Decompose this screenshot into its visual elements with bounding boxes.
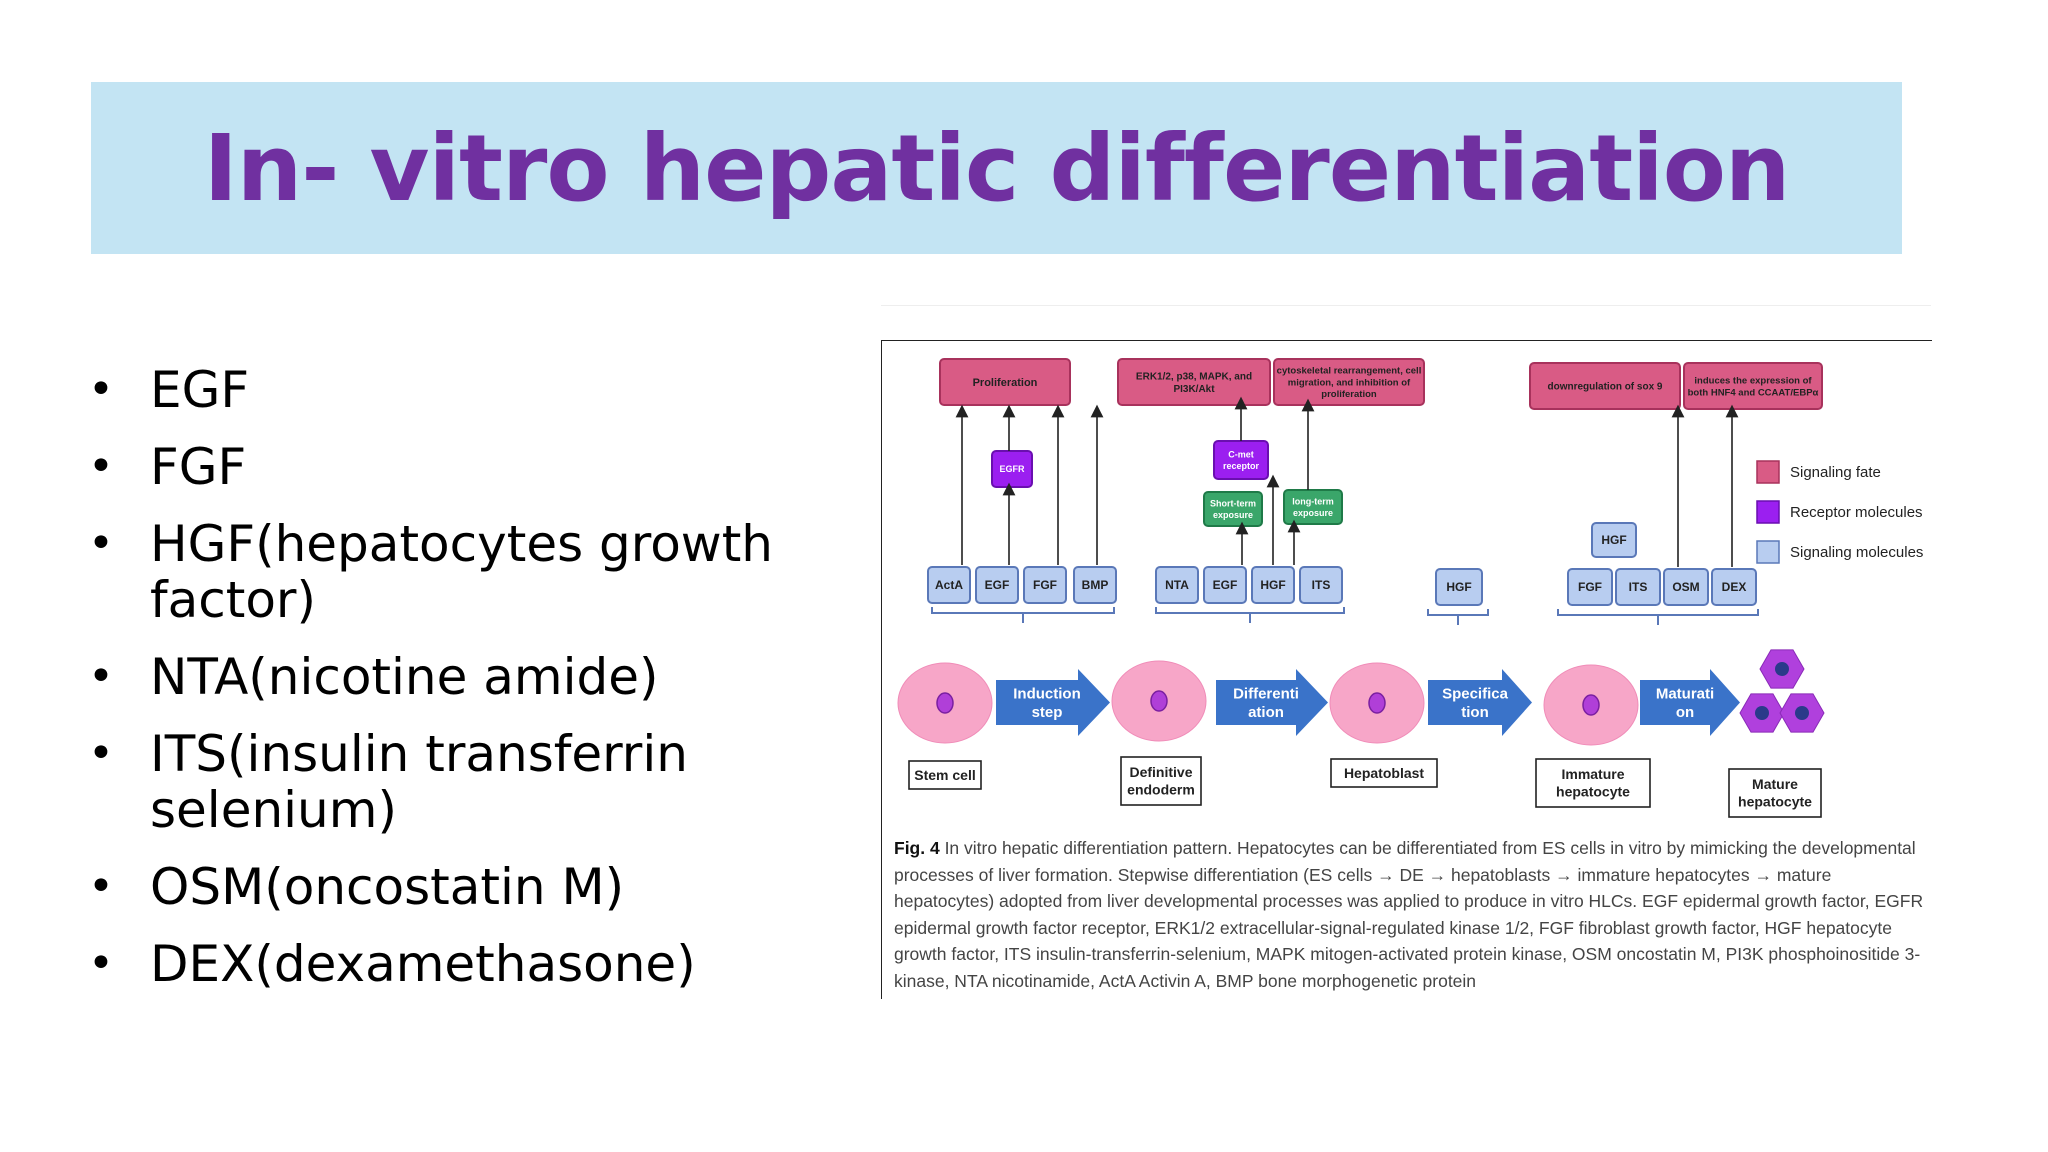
mature-cell-2-nucleus	[1755, 706, 1769, 720]
stage4-molecule-1-label: ITS	[1629, 580, 1648, 594]
fate-box-1	[1117, 358, 1271, 406]
figure-caption: Fig. 4 In vitro hepatic differentiation …	[894, 835, 1924, 994]
stage4-molecule-1	[1615, 568, 1661, 606]
stage2-molecule-0	[1155, 566, 1199, 604]
legend-label-0: Signaling fate	[1790, 464, 1881, 481]
caption-text: In vitro hepatic differentiation pattern…	[894, 838, 1924, 991]
stage4-molecule-3-label: DEX	[1722, 580, 1747, 594]
cell-stem-nucleus	[936, 692, 954, 714]
long-term-exposure	[1283, 489, 1343, 525]
fate-box-4	[1683, 362, 1823, 410]
legend-swatch-1	[1756, 500, 1780, 524]
stage2-molecule-2	[1251, 566, 1295, 604]
stage2-molecule-1-label: EGF	[1213, 578, 1238, 592]
cell-name-hepatoblast-label: Hepatoblast	[1344, 765, 1424, 781]
stage2-molecule-3-label: ITS	[1312, 578, 1331, 592]
bracket-stage3	[1427, 609, 1489, 625]
cell-definitive-endoderm-nucleus	[1150, 690, 1168, 712]
bullet-fgf: FGF	[88, 439, 808, 495]
stage4-molecule-hgf	[1591, 522, 1637, 558]
stage4-molecule-2	[1663, 568, 1709, 606]
cell-immature-hepatocyte-nucleus	[1582, 694, 1600, 716]
bracket-stage1	[931, 607, 1115, 623]
legend-swatch-0	[1756, 460, 1780, 484]
stage4-molecule-hgf-label: HGF	[1601, 533, 1626, 547]
caption-label: Fig. 4	[894, 838, 940, 858]
stage2-molecule-2-label: HGF	[1260, 578, 1285, 592]
cell-name-definitive-endoderm	[1120, 756, 1202, 806]
bracket-stage2	[1155, 607, 1345, 623]
bullet-osm: OSM(oncostatin M)	[88, 859, 808, 915]
fate-box-3-label: downregulation of sox 9	[1547, 382, 1662, 393]
legend-label-2: Signaling molecules	[1790, 544, 1923, 561]
legend-label-1: Receptor molecules	[1790, 504, 1923, 521]
stage1-molecule-2-label: FGF	[1033, 578, 1057, 592]
stage1-molecule-3	[1073, 566, 1117, 604]
stage2-molecule-3	[1299, 566, 1343, 604]
fate-box-3	[1529, 362, 1681, 410]
step-arrow-maturation	[1640, 669, 1740, 736]
fate-box-0-label: Proliferation	[973, 377, 1038, 389]
bracket-stage4	[1557, 609, 1759, 625]
cell-hepatoblast-nucleus	[1368, 692, 1386, 714]
bullet-egf: EGF	[88, 362, 808, 418]
stage2-molecule-1	[1203, 566, 1247, 604]
stage1-molecule-3-label: BMP	[1082, 578, 1109, 592]
bullet-hgf: HGF(hepatocytes growth factor)	[88, 516, 808, 628]
slide-title: In- vitro hepatic differentiation	[203, 114, 1791, 222]
stage1-molecule-1	[975, 566, 1019, 604]
cell-name-stem-label: Stem cell	[914, 767, 975, 783]
cell-name-hepatoblast	[1330, 758, 1438, 788]
fate-box-2	[1273, 358, 1425, 406]
short-term-exposure	[1203, 491, 1263, 527]
stage3-molecule-0	[1435, 568, 1483, 606]
figure-top-rule	[881, 305, 1931, 306]
bullet-its: ITS(insulin transferrin selenium)	[88, 726, 808, 838]
stage4-molecule-0	[1567, 568, 1613, 606]
stage1-molecule-2	[1023, 566, 1067, 604]
receptor-egfr-label: EGFR	[999, 464, 1025, 474]
stage1-molecule-0-label: ActA	[935, 578, 963, 592]
mature-cell-3-nucleus	[1795, 706, 1809, 720]
stage1-molecule-0	[927, 566, 971, 604]
step-arrow-induction	[996, 669, 1110, 736]
stage4-molecule-3	[1711, 568, 1757, 606]
cell-name-stem	[908, 760, 982, 790]
stage4-molecule-2-label: OSM	[1672, 580, 1699, 594]
bullet-list: EGF FGF HGF(hepatocytes growth factor) N…	[88, 362, 808, 1013]
step-arrow-differentiation	[1216, 669, 1328, 736]
stage1-molecule-1-label: EGF	[985, 578, 1010, 592]
cell-name-mature-hepatocyte	[1728, 768, 1822, 818]
mature-cell-1-nucleus	[1775, 662, 1789, 676]
step-arrow-specification	[1428, 669, 1532, 736]
stage3-molecule-0-label: HGF	[1446, 580, 1471, 594]
bullet-dex: DEX(dexamethasone)	[88, 936, 808, 992]
stage2-molecule-0-label: NTA	[1165, 578, 1189, 592]
cell-name-immature-hepatocyte	[1535, 758, 1651, 808]
legend-swatch-2	[1756, 540, 1780, 564]
bullet-nta: NTA(nicotine amide)	[88, 649, 808, 705]
title-banner: In- vitro hepatic differentiation	[91, 82, 1902, 254]
stage4-molecule-0-label: FGF	[1578, 580, 1602, 594]
